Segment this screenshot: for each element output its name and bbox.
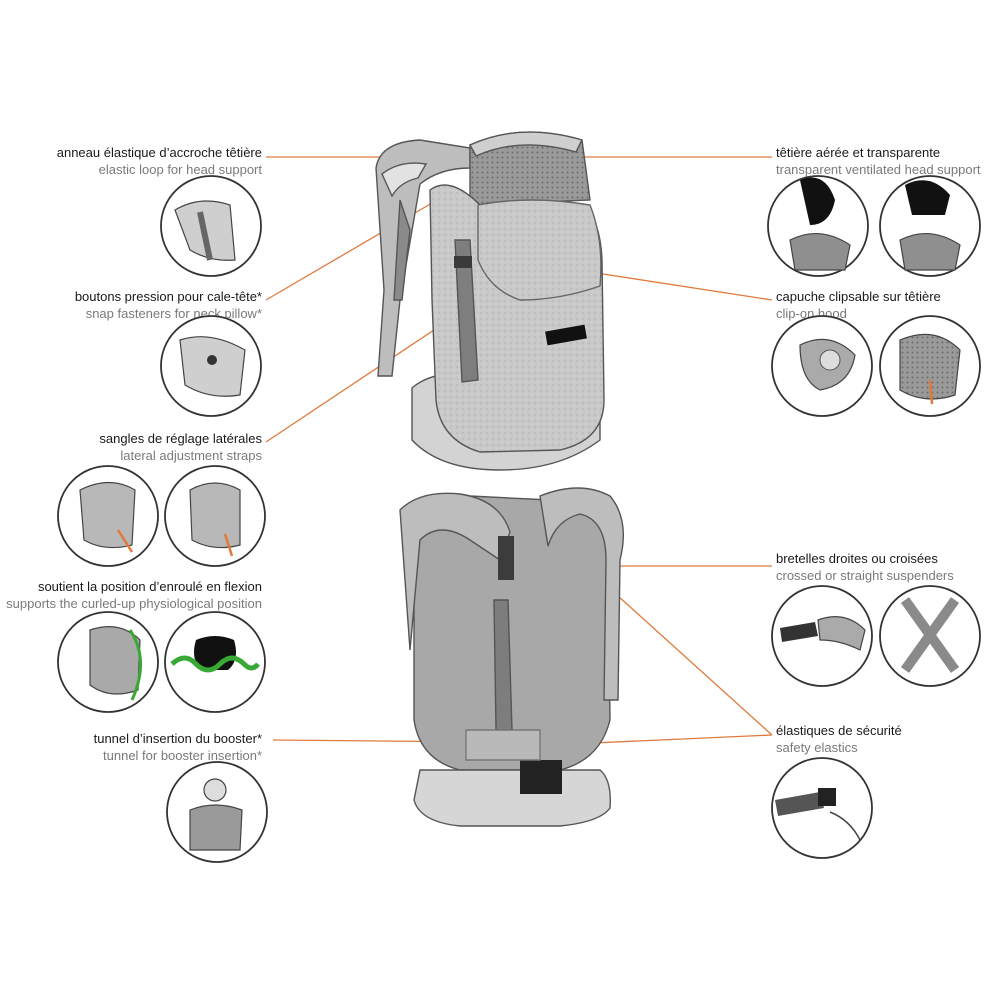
feature-title-en: tunnel for booster insertion* bbox=[103, 748, 262, 763]
feature-title-fr: boutons pression pour cale-tête* bbox=[74, 289, 262, 304]
feature-title-fr: bretelles droites ou croisées bbox=[776, 551, 938, 566]
feature-label-curled-position: soutient la position d’enroulé en flexio… bbox=[6, 578, 262, 612]
clip-on-hood-detail-icon-2 bbox=[879, 315, 981, 417]
feature-title-en: transparent ventilated head support bbox=[776, 162, 981, 177]
center-adjust-strap bbox=[454, 239, 479, 383]
leader-line-snap-fasteners bbox=[265, 195, 445, 301]
side-strap-detail-icon-2 bbox=[164, 465, 266, 567]
head-support-loop-detail-icon bbox=[160, 175, 262, 277]
feature-title-en: snap fasteners for neck pillow* bbox=[85, 306, 262, 321]
suspenders-detail-icon-2 bbox=[879, 585, 981, 687]
brand-label bbox=[545, 324, 587, 346]
feature-label-suspenders: bretelles droites ou croisées crossed or… bbox=[776, 550, 954, 584]
feature-title-en: safety elastics bbox=[776, 740, 858, 755]
leader-line-lateral-straps bbox=[265, 301, 477, 443]
head-support-mesh bbox=[469, 131, 591, 206]
leader-line-safety-elastic-bottom bbox=[547, 734, 773, 746]
booster-tunnel-detail-icon bbox=[166, 761, 268, 863]
feature-title-en: lateral adjustment straps bbox=[120, 448, 262, 463]
feature-label-booster-tunnel: tunnel d’insertion du booster* tunnel fo… bbox=[94, 730, 262, 764]
feature-title-en: supports the curled-up physiological pos… bbox=[6, 596, 262, 611]
carrier-panel-back bbox=[413, 493, 611, 771]
ventilated-head-support-detail-icon-2 bbox=[879, 175, 981, 277]
side-strap-detail-icon-1 bbox=[57, 465, 159, 567]
feature-title-fr: capuche clipsable sur têtière bbox=[776, 289, 941, 304]
back-adjust-strap bbox=[493, 599, 513, 731]
suspenders-detail-icon-1 bbox=[771, 585, 873, 687]
feature-label-elastic-loop: anneau élastique d’accroche têtière elas… bbox=[57, 144, 262, 178]
feature-label-safety-elastics: élastiques de sécurité safety elastics bbox=[776, 722, 902, 756]
leader-lines bbox=[265, 156, 773, 746]
front-buckle bbox=[454, 256, 472, 268]
back-strap-left bbox=[399, 492, 511, 651]
ventilated-head-support-detail-icon-1 bbox=[767, 175, 869, 277]
leader-line-safety-elastic-top bbox=[617, 595, 773, 736]
waist-buckle bbox=[520, 760, 562, 794]
hood-pouch bbox=[477, 199, 602, 301]
waist-belt-back bbox=[413, 769, 611, 827]
booster-tunnel bbox=[465, 729, 541, 761]
feature-title-fr: tunnel d’insertion du booster* bbox=[93, 731, 262, 746]
feature-label-ventilated-head-support: têtière aérée et transparente transparen… bbox=[776, 144, 981, 178]
back-strap-right bbox=[539, 487, 625, 701]
feature-title-fr: anneau élastique d’accroche têtière bbox=[56, 145, 262, 160]
leader-line-booster-tunnel bbox=[272, 739, 487, 743]
feature-title-fr: élastiques de sécurité bbox=[776, 723, 902, 738]
clip-on-hood-detail-icon-1 bbox=[771, 315, 873, 417]
carrier-front-view bbox=[375, 131, 605, 471]
feature-title-fr: soutient la position d’enroulé en flexio… bbox=[37, 579, 262, 594]
carrier-panel-front bbox=[429, 184, 605, 453]
feature-title-fr: têtière aérée et transparente bbox=[776, 145, 941, 160]
sternum-buckle bbox=[498, 536, 514, 580]
shoulder-strap-left bbox=[375, 139, 471, 377]
safety-elastic-detail-icon bbox=[771, 757, 873, 859]
feature-label-lateral-straps: sangles de réglage latérales lateral adj… bbox=[99, 430, 262, 464]
carrier-back-view bbox=[399, 487, 625, 827]
feature-title-en: clip-on hood bbox=[776, 306, 847, 321]
feature-title-fr: sangles de réglage latérales bbox=[99, 431, 262, 446]
snap-fastener-detail-icon bbox=[160, 315, 262, 417]
curled-position-detail-icon-2 bbox=[164, 611, 266, 713]
leader-line-hood bbox=[589, 271, 773, 301]
feature-title-en: elastic loop for head support bbox=[98, 162, 262, 177]
feature-label-snap-fasteners: boutons pression pour cale-tête* snap fa… bbox=[75, 288, 262, 322]
feature-label-clip-on-hood: capuche clipsable sur têtière clip-on ho… bbox=[776, 288, 941, 322]
feature-title-en: crossed or straight suspenders bbox=[776, 568, 954, 583]
waist-belt-front bbox=[411, 371, 601, 471]
curled-position-detail-icon-1 bbox=[57, 611, 159, 713]
